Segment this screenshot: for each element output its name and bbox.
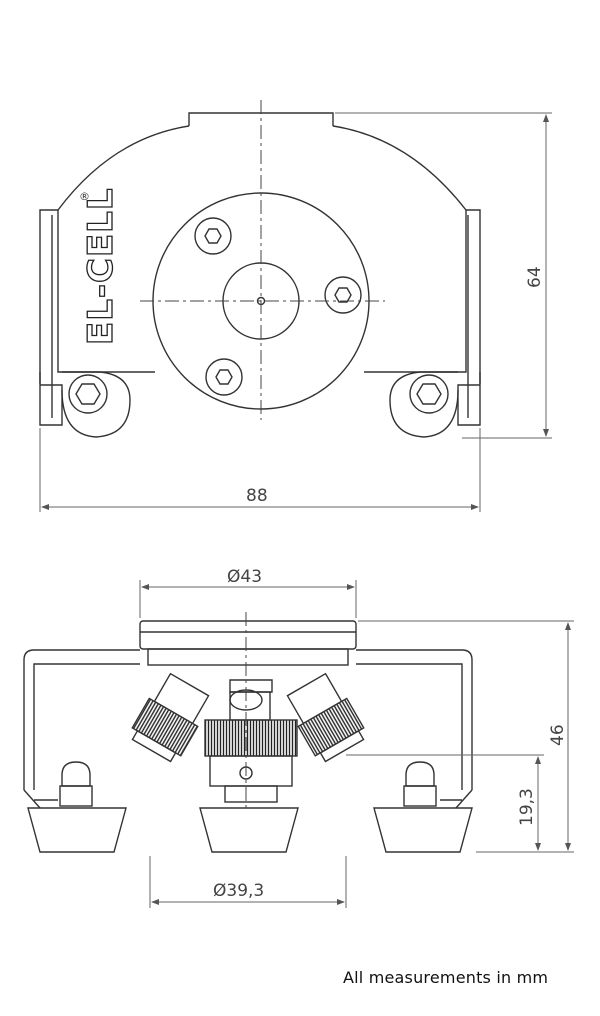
top-height-label: 64 <box>525 266 545 288</box>
logo-text: EL-CELL <box>81 187 121 345</box>
roller-right <box>389 371 459 438</box>
top-view <box>39 100 481 438</box>
bracket-frame <box>23 649 473 790</box>
foot-center <box>199 807 299 853</box>
housing-inner-edge <box>51 215 469 418</box>
top-view-dimensions <box>39 112 552 512</box>
side-top-diameter-label: Ø43 <box>227 567 262 587</box>
side-height-label: 46 <box>548 724 568 746</box>
el-cell-logo: EL-CELL ® <box>79 187 122 346</box>
side-view-dimensions <box>139 580 574 908</box>
top-plate <box>139 620 357 650</box>
side-view <box>23 612 473 853</box>
top-width-label: 88 <box>246 486 268 506</box>
center-nozzle <box>229 691 271 721</box>
side-bottom-diameter-label: Ø39,3 <box>213 881 264 901</box>
plate-base <box>147 648 349 666</box>
roller-left <box>61 371 131 438</box>
footer-note: All measurements in mm <box>343 968 549 987</box>
hex-screw-right <box>324 276 362 314</box>
cap-nut-left <box>59 761 93 807</box>
hex-screw-lower <box>205 358 243 396</box>
side-sub-height-label: 19,3 <box>517 788 537 826</box>
left-connector <box>131 672 210 763</box>
center-knurled-ring <box>204 719 298 757</box>
right-connector <box>286 672 365 763</box>
foot-left <box>27 807 127 853</box>
foot-right <box>373 807 473 853</box>
registered-mark: ® <box>79 190 90 203</box>
cap-nut-right <box>403 761 437 807</box>
housing-base-edge <box>57 210 467 373</box>
hex-screw-upper-left <box>194 217 232 255</box>
center-lines <box>140 100 385 420</box>
housing-outline <box>39 125 481 426</box>
